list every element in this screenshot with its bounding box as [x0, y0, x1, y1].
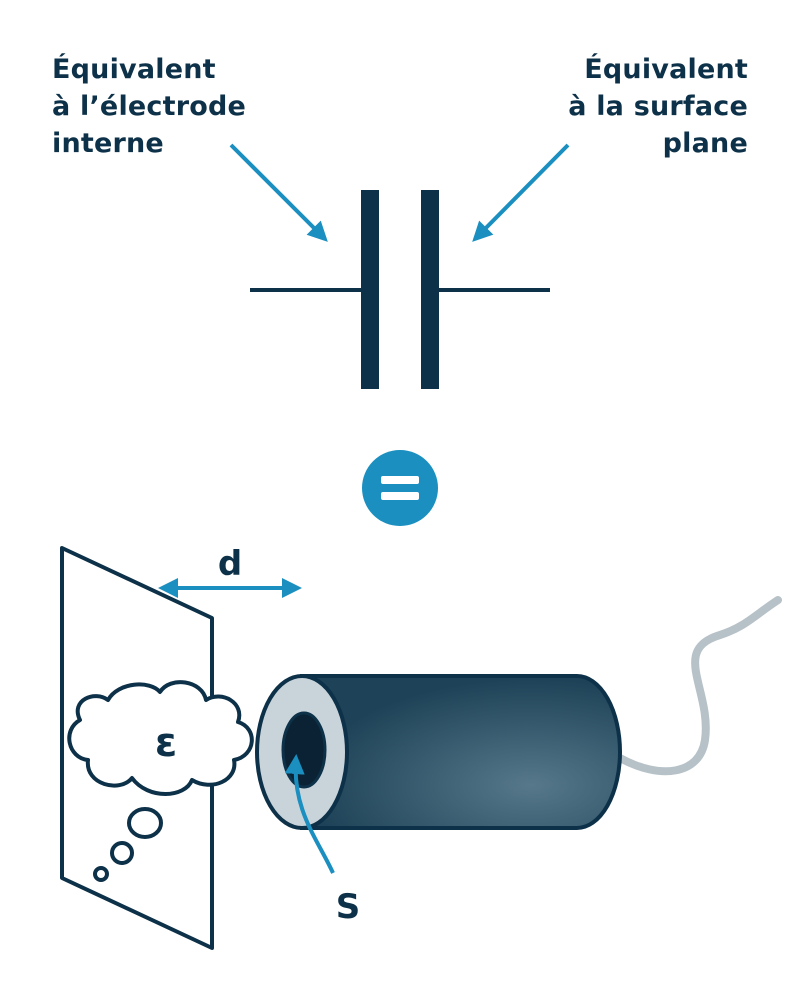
surface-label: S [336, 887, 361, 927]
flat-surface-label-line-3: plane [662, 128, 748, 159]
flat-surface-arrow [472, 143, 570, 242]
sensor-cable [616, 596, 782, 776]
surface-pointer-arrow [284, 754, 335, 874]
inner-electrode-label-line-2: à l’électrode [52, 91, 247, 122]
capacitor-left-plate [361, 190, 379, 389]
cylindrical-sensor [255, 674, 622, 830]
bubble-medium [110, 841, 134, 865]
distance-label: d [218, 544, 242, 584]
flat-surface-label-line-2: à la surface [568, 91, 748, 122]
inner-electrode-label-line-1: Équivalent [52, 54, 216, 85]
permittivity-symbol: ε [155, 720, 177, 766]
equals-bar-top [381, 476, 419, 484]
equals-circle [362, 450, 438, 526]
flat-surface-label-line-1: Équivalent [584, 54, 748, 85]
inner-electrode-label: Équivalent à l’électrode interne [52, 51, 246, 162]
flat-surface-label: Équivalent à la surface plane [568, 51, 748, 162]
bubble-large [127, 807, 163, 839]
capacitor-right-plate [421, 190, 439, 389]
inner-electrode-label-line-3: interne [52, 128, 164, 159]
equals-bar-bottom [381, 492, 419, 500]
inner-electrode [281, 711, 327, 789]
inner-electrode-arrow [229, 143, 328, 242]
equals-badge: = [362, 450, 438, 526]
sensor-body [300, 674, 622, 830]
bubble-small [93, 866, 109, 882]
permittivity-cloud [67, 680, 254, 796]
capacitor-symbol [250, 190, 550, 389]
